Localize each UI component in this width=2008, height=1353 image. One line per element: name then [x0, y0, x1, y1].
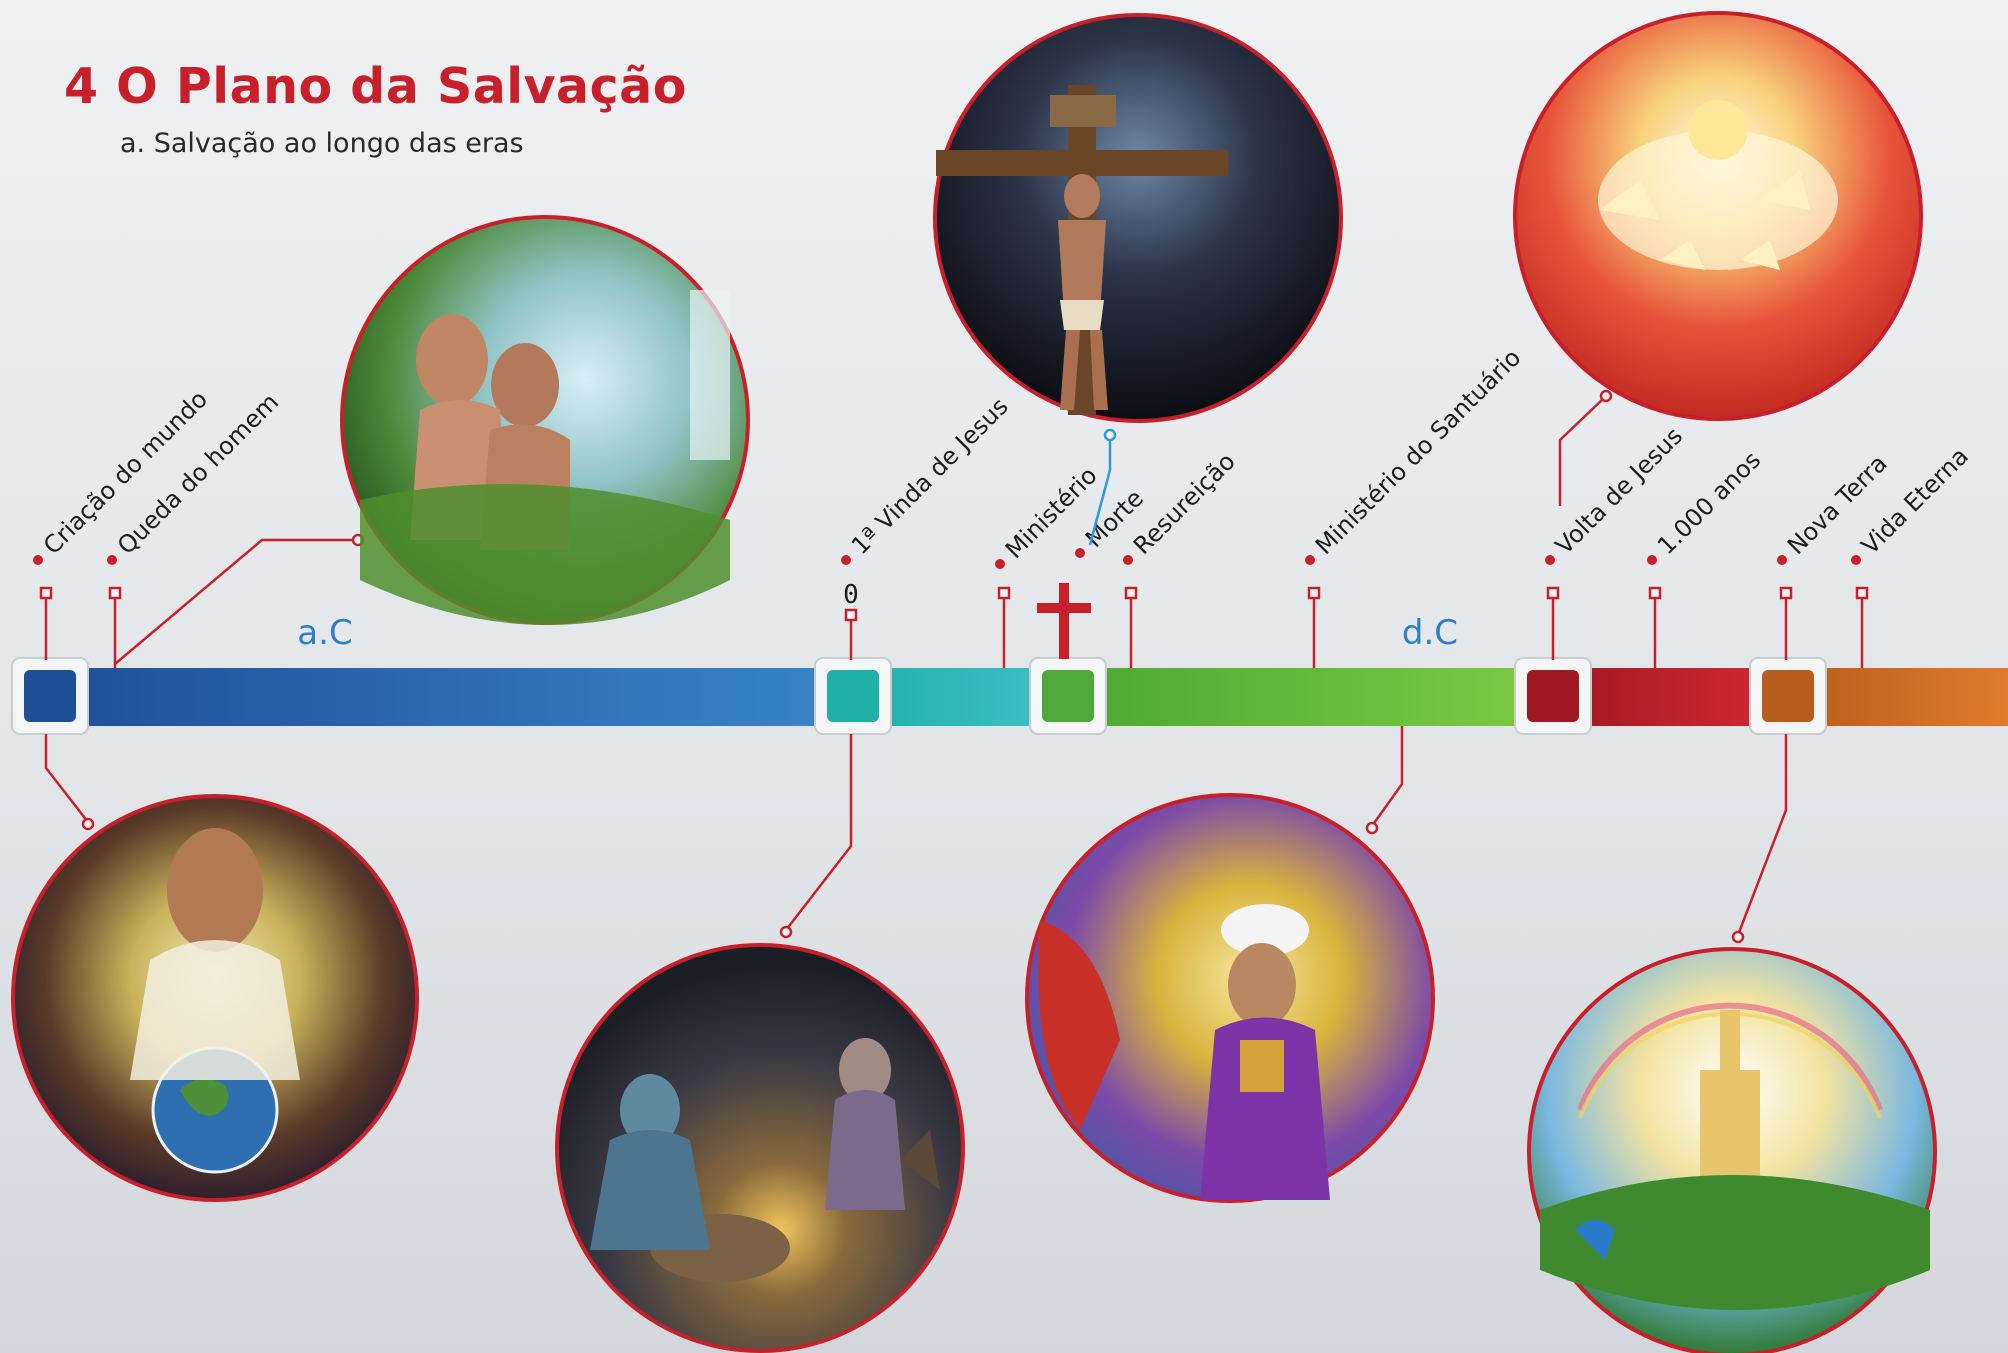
event-ticks	[39, 586, 1869, 668]
connector-first-coming	[785, 734, 853, 931]
marker-death	[1029, 657, 1107, 735]
event-label-ministry: Ministério	[1000, 461, 1103, 564]
illustration-new-earth	[1527, 947, 1937, 1353]
timeline-bar	[40, 668, 2008, 726]
illustration-sanctuary	[1025, 793, 1435, 1203]
illustration-crucifixion	[933, 13, 1343, 423]
tick-second-coming	[1546, 586, 1560, 660]
tick-fall	[108, 586, 122, 668]
marker-new-earth	[1749, 657, 1827, 735]
illustration-second-coming	[1513, 11, 1923, 421]
marker-first-coming	[814, 657, 892, 735]
connector-new-earth	[1736, 734, 1788, 936]
tick-ministry	[997, 586, 1011, 668]
timeline-markers	[11, 657, 1827, 735]
tick-sanctuary	[1307, 586, 1321, 668]
tick-new-earth	[1779, 586, 1793, 660]
connector-death	[1088, 428, 1117, 546]
connector-second-coming	[1558, 397, 1605, 506]
connector-end-dots	[81, 389, 1745, 944]
breastplate-icon	[1240, 1040, 1284, 1092]
segment-second-coming	[1553, 668, 1788, 726]
castle-icon	[1700, 1070, 1760, 1190]
era-label-ac: a.C	[297, 613, 352, 653]
segment-dc	[1067, 668, 1525, 726]
tick-resurrection	[1124, 586, 1138, 668]
page-title: 4 O Plano da Salvação	[64, 58, 687, 115]
tick-creation	[39, 586, 53, 660]
segment-ac	[40, 668, 870, 726]
tick-millennium	[1648, 586, 1662, 668]
page-subtitle: a. Salvação ao longo das eras	[120, 128, 524, 159]
parrot-icon	[1575, 1220, 1615, 1260]
marker-second-coming	[1514, 657, 1592, 735]
event-label-sanctuary: Ministério do Santuário	[1310, 344, 1526, 560]
tick-eternal-life	[1855, 586, 1869, 668]
connector-creation	[44, 734, 89, 823]
illustration-nativity	[555, 943, 965, 1353]
connector-sanctuary	[1370, 726, 1404, 827]
event-label-millennium: 1.000 anos	[1652, 446, 1766, 560]
tick-first-coming	[844, 608, 858, 660]
event-label-first-coming: 1ª Vinda de Jesus	[846, 392, 1014, 560]
illustration-connectors	[44, 397, 1788, 936]
cross-icon	[1037, 583, 1091, 659]
connector-fall	[114, 538, 356, 665]
year-zero-label: 0	[843, 580, 859, 610]
era-label-dc: d.C	[1402, 613, 1458, 653]
illustration-eden	[340, 215, 750, 625]
illustration-creation	[11, 794, 419, 1202]
marker-creation	[11, 657, 89, 735]
